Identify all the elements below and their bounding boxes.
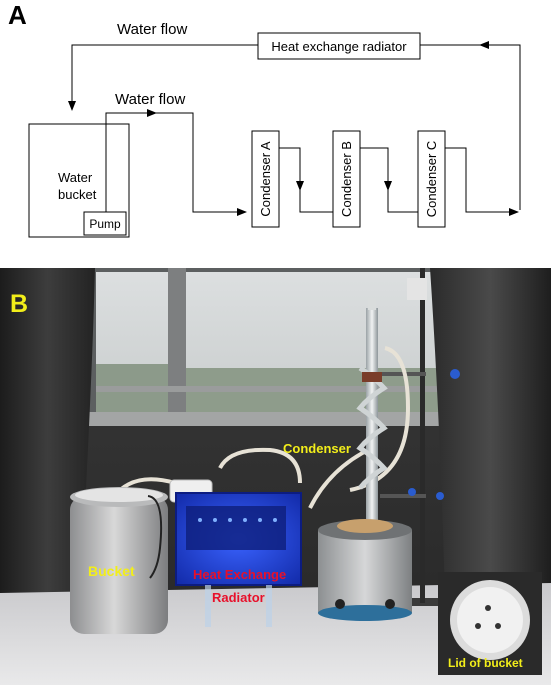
bucket-label-2: bucket <box>58 187 97 202</box>
hx-photo-label-1: Heat Exchange <box>193 567 286 582</box>
bucket <box>70 487 168 634</box>
condenser-b-label: Condenser B <box>339 141 354 217</box>
lid-inset <box>438 572 542 675</box>
condenser-a-box <box>251 130 280 228</box>
condenser-c-box <box>417 130 446 228</box>
panel-b-label: B <box>10 290 28 318</box>
pump-box <box>83 211 127 236</box>
apparatus-photo: B Condenser Bucket Heat Exchange Radiato… <box>0 268 551 685</box>
heating-mantle <box>318 519 412 621</box>
pump-label: Pump <box>89 217 121 231</box>
bucket-label-1: Water <box>58 170 93 185</box>
lid-photo-label: Lid of bucket <box>448 656 523 670</box>
condenser-c-label: Condenser C <box>424 141 439 218</box>
water-flow-top: Water flow <box>117 21 187 38</box>
return-line-top <box>68 44 258 111</box>
window <box>88 268 448 426</box>
heat-exchange-radiator <box>175 492 302 627</box>
condenser-b-box <box>332 130 361 228</box>
curtain-right <box>430 268 551 598</box>
radiator-label: Heat exchange radiator <box>271 39 407 54</box>
hx-photo-label-2: Radiator <box>212 590 265 605</box>
condenser-a-label: Condenser A <box>258 141 273 216</box>
panel-a-label: A <box>8 0 27 30</box>
return-line-right <box>479 41 521 210</box>
bucket-photo-label: Bucket <box>88 563 135 579</box>
water-flow-mid: Water flow <box>115 91 185 108</box>
flow-schematic: A Heat exchange radiator Water flow Wate… <box>8 0 521 238</box>
condenser-photo-label: Condenser <box>283 441 351 456</box>
condenser-glass <box>356 298 388 538</box>
radiator-box <box>257 32 421 60</box>
supply-line <box>105 109 157 212</box>
